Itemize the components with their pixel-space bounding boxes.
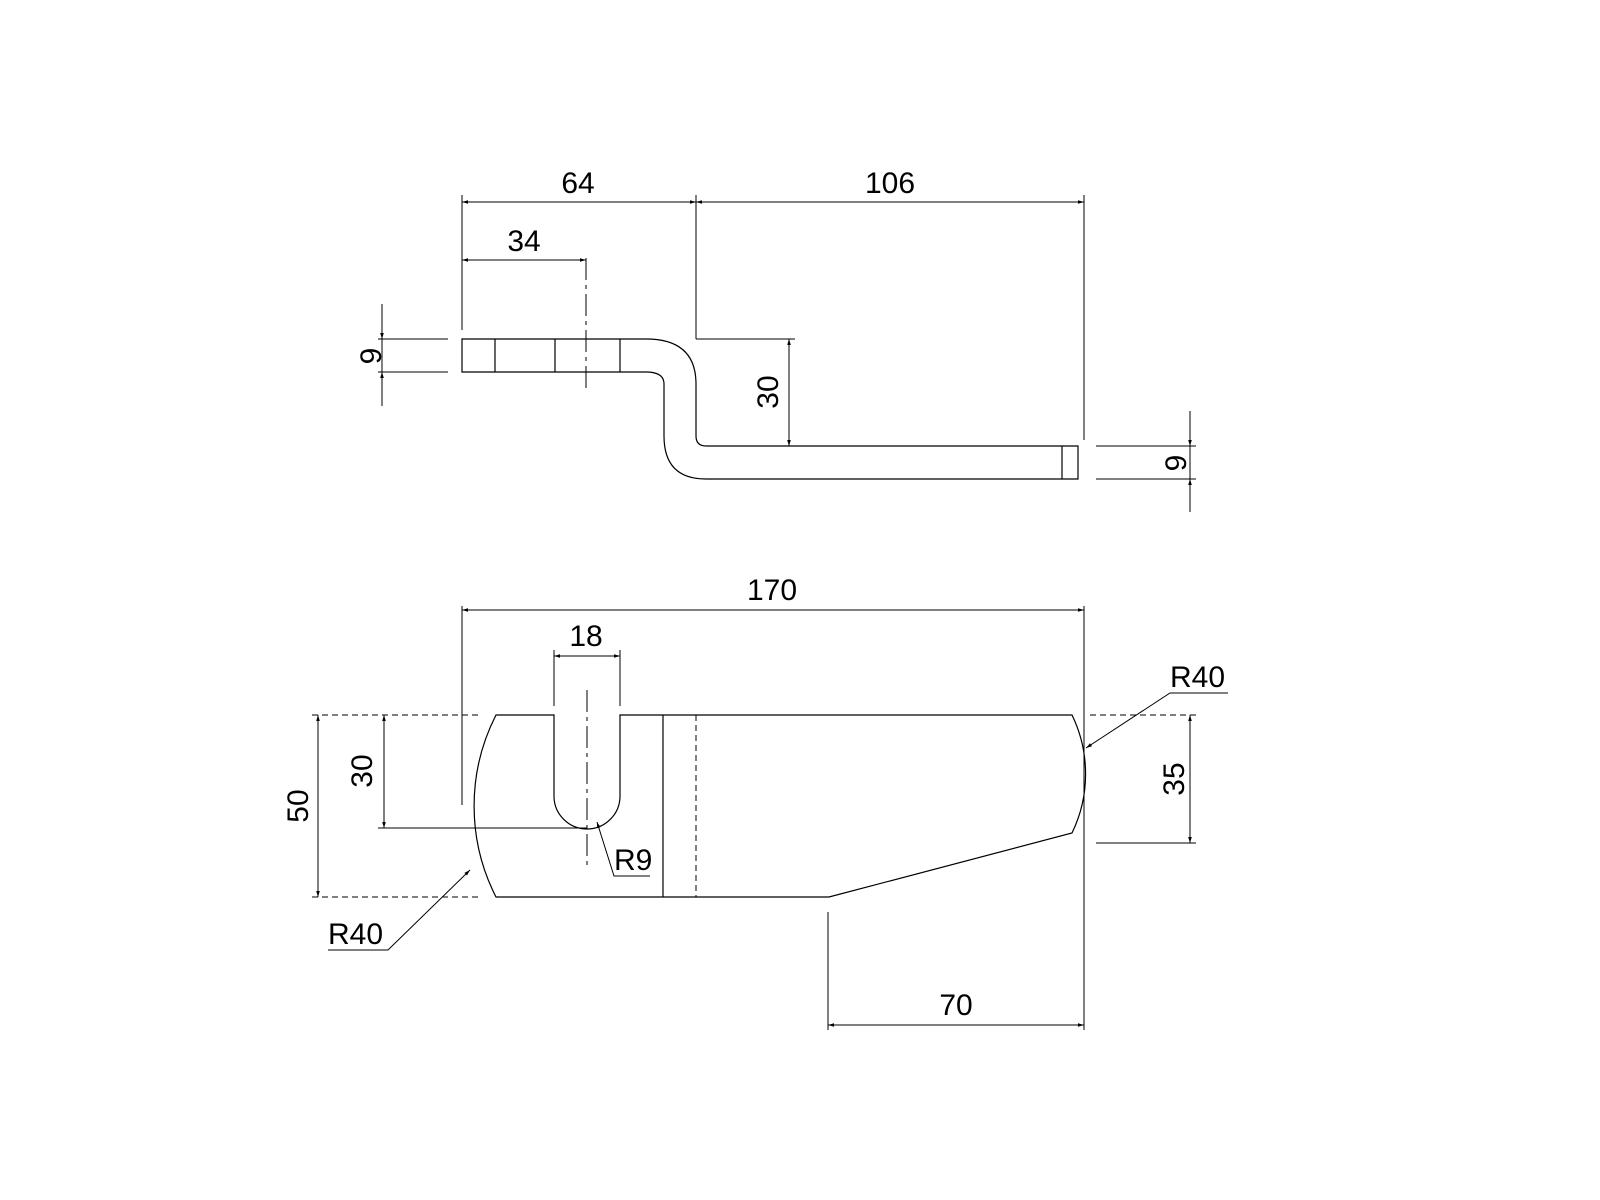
dim-text-170: 170 xyxy=(747,574,797,607)
dim-text-34: 34 xyxy=(507,225,540,258)
dim-text-64: 64 xyxy=(561,167,594,200)
side-view-outline xyxy=(461,338,1079,480)
top-view-outline xyxy=(473,714,1087,898)
leader-r40-left xyxy=(328,869,471,951)
dim-text-r9: R9 xyxy=(614,844,652,877)
leader-r40-right xyxy=(1085,692,1228,749)
dim-text-9-right: 9 xyxy=(1160,455,1193,472)
dim-text-106: 106 xyxy=(865,167,915,200)
dim-text-r40-left: R40 xyxy=(328,918,383,951)
dim-text-50: 50 xyxy=(282,789,315,822)
dim-text-r40-right: R40 xyxy=(1170,661,1225,694)
dim-text-35: 35 xyxy=(1158,762,1191,795)
dim-text-30-top: 30 xyxy=(346,754,379,787)
side-view: 64 106 34 9 30 9 xyxy=(355,167,1196,512)
dim-text-30-side: 30 xyxy=(752,375,785,408)
top-view: 170 18 50 30 35 70 R9 R40 R40 xyxy=(282,574,1228,1030)
leader-r9 xyxy=(596,821,650,877)
dim-text-9-left: 9 xyxy=(355,348,388,365)
dim-text-70: 70 xyxy=(939,989,972,1022)
dim-text-18: 18 xyxy=(569,620,602,653)
